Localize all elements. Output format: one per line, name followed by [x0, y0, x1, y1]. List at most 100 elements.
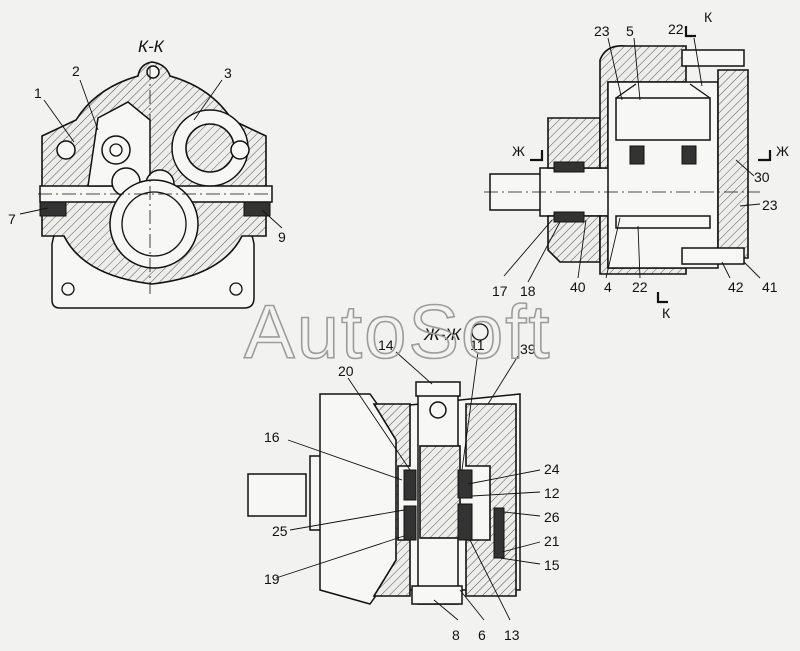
kk-leader-9 [261, 209, 283, 229]
zhzh-bushing-right-upper [457, 469, 473, 499]
side-bottom-bolt [681, 247, 745, 265]
zhzh-label-6: 6 [478, 627, 486, 643]
side-section-zh-left: Ж [512, 143, 525, 159]
zhzh-input-shaft [247, 473, 307, 517]
side-label-22-top: 22 [668, 21, 684, 37]
zhzh-label-8: 8 [452, 627, 460, 643]
zhzh-leader-20 [347, 377, 411, 471]
zhzh-label-24: 24 [544, 461, 560, 477]
side-section-k-bottom: К [662, 305, 671, 321]
kk-label-1: 1 [34, 85, 42, 101]
zhzh-leader-15 [499, 557, 541, 565]
side-label-42: 42 [728, 279, 744, 295]
side-bushing-right [681, 145, 697, 165]
zhzh-label-11: 11 [470, 337, 485, 353]
kk-label-3: 3 [224, 65, 232, 81]
zhzh-leader-8 [433, 599, 459, 621]
side-label-17: 17 [492, 283, 508, 299]
zhzh-label-19: 19 [264, 571, 280, 587]
side-section-k-top: К [704, 9, 713, 25]
zhzh-label-13: 13 [504, 627, 520, 643]
kk-bolt-hole-left [61, 282, 75, 296]
side-leader-22-top [693, 37, 703, 87]
kk-leader-2 [79, 79, 99, 131]
side-top-bolt [681, 49, 745, 67]
zhzh-leader-16 [287, 439, 403, 481]
kk-top-lug-hole [146, 65, 160, 79]
zhzh-leader-21 [501, 541, 541, 553]
kk-label-2: 2 [72, 63, 80, 79]
kk-seal-left [39, 201, 67, 217]
zhzh-bottom-cap [411, 585, 463, 605]
kk-small-gear-upper-hub [109, 143, 123, 157]
side-leader-42 [721, 261, 731, 279]
side-section-k-top-mark [684, 26, 696, 38]
kk-bolt-hole-right [229, 282, 243, 296]
zhzh-leader-12 [471, 491, 541, 497]
side-label-22-bottom: 22 [632, 279, 648, 295]
side-leader-30 [735, 159, 755, 177]
zhzh-label-39: 39 [520, 341, 536, 357]
side-leader-40 [577, 219, 587, 279]
side-seal-upper [553, 161, 585, 173]
kk-plug-left [56, 140, 76, 160]
side-leader-17 [503, 219, 553, 277]
side-label-18: 18 [520, 283, 536, 299]
zhzh-leader-25 [289, 509, 405, 531]
view-kk: К-К 1 2 3 7 9 [8, 37, 286, 309]
zhzh-side-plug [493, 507, 505, 559]
zhzh-leader-39 [487, 355, 519, 405]
side-bushing-left [629, 145, 645, 165]
zhzh-label-15: 15 [544, 557, 560, 573]
view-kk-title: К-К [138, 37, 165, 56]
side-gear-upper [615, 97, 711, 141]
side-gear-lower [615, 215, 711, 229]
zhzh-bushing-right-lower [457, 503, 473, 541]
zhzh-leader-13 [469, 539, 511, 621]
side-leader-18 [527, 221, 561, 283]
zhzh-label-25: 25 [272, 523, 288, 539]
zhzh-leader-11 [461, 351, 479, 471]
zhzh-gear-body [419, 445, 461, 539]
side-gear-upper-chamfer [615, 83, 711, 99]
zhzh-label-26: 26 [544, 509, 560, 525]
side-section-zh-right-mark [758, 150, 772, 162]
zhzh-label-16: 16 [264, 429, 280, 445]
zhzh-port-circle [471, 323, 489, 341]
side-label-4: 4 [604, 279, 612, 295]
side-rear-cover [717, 69, 749, 259]
kk-leader-1 [43, 99, 75, 143]
view-zhzh: Ж-Ж 14 11 39 20 [247, 323, 560, 643]
side-leader-41 [743, 261, 761, 279]
side-section-k-bottom-mark [656, 292, 668, 304]
watermark: AutoSoft [244, 290, 552, 375]
kk-seal-right [243, 201, 271, 217]
side-label-41: 41 [762, 279, 778, 295]
zhzh-label-20: 20 [338, 363, 354, 379]
side-section-zh-right: Ж [776, 143, 789, 159]
side-seal-lower [553, 211, 585, 223]
zhzh-leader-19 [275, 535, 405, 579]
zhzh-leader-26 [503, 511, 541, 517]
side-leader-4 [605, 217, 621, 279]
side-section-zh-left-mark [530, 150, 544, 162]
view-side-section: К К Ж Ж 23 5 22 30 23 17 18 40 4 22 42 4… [484, 9, 789, 321]
zhzh-label-21: 21 [544, 533, 560, 549]
side-leader-5 [633, 37, 641, 101]
kk-leader-3 [193, 79, 223, 121]
side-leader-23-right [739, 203, 761, 207]
side-label-5: 5 [626, 23, 634, 39]
kk-plug-right [230, 140, 250, 160]
kk-leader-7 [19, 207, 49, 215]
zhzh-shaft-bore [429, 401, 447, 419]
kk-large-rotor [109, 179, 199, 269]
kk-label-7: 7 [8, 211, 16, 227]
kk-small-gear-upper [101, 135, 131, 165]
side-label-23-top: 23 [594, 23, 610, 39]
zhzh-leader-6 [459, 589, 485, 621]
view-zhzh-title: Ж-Ж [423, 325, 462, 344]
side-leader-23-top [607, 37, 623, 101]
kk-label-9: 9 [278, 229, 286, 245]
side-leader-22-bottom [637, 225, 641, 279]
